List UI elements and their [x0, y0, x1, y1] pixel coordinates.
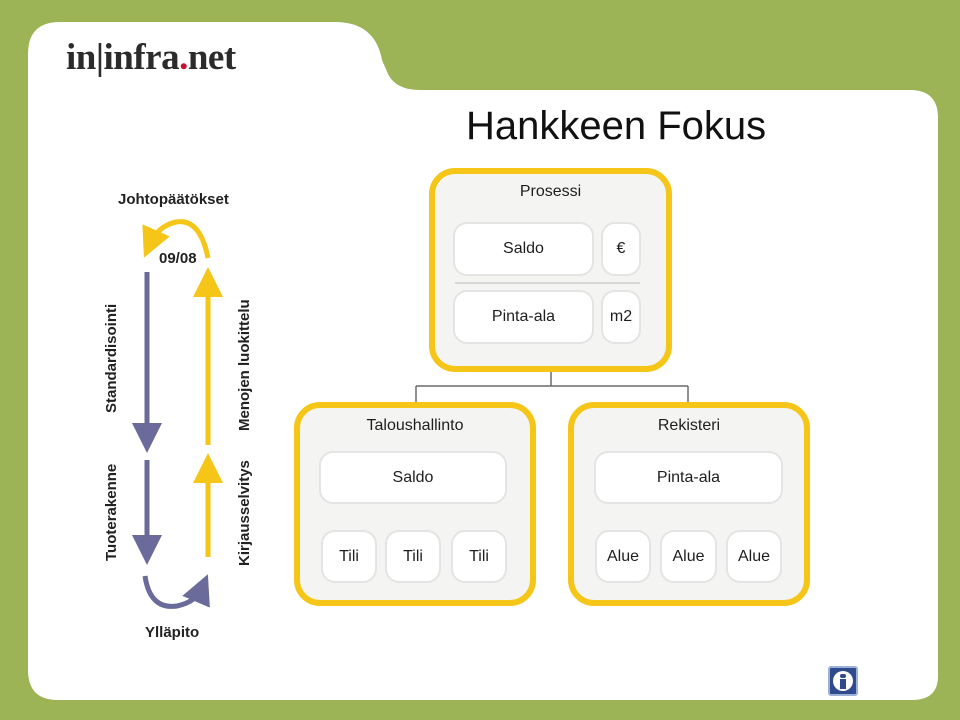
prosessi-saldo-box: Saldo [453, 222, 594, 276]
rekisteri-title: Rekisteri [657, 417, 721, 434]
top-curve-arrow [142, 219, 211, 259]
rekisteri-alue-box-2: Alue [660, 530, 717, 583]
taloushallinto-saldo-box: Saldo [319, 451, 507, 504]
logo: in|infra.net [66, 37, 236, 78]
rekisteri-pinta-ala-box: Pinta-ala [594, 451, 783, 504]
taloushallinto-tili-box-2: Tili [385, 530, 441, 583]
prosessi-title: Prosessi [519, 183, 582, 200]
cycle-bottom-label: Ylläpito [145, 624, 200, 641]
prosessi-pinta-ala-box: Pinta-ala [453, 290, 594, 344]
prosessi-m2-box: m2 [601, 290, 641, 344]
prosessi-euro-box: € [601, 222, 641, 276]
cycle-top-label: Johtopäätökset [118, 191, 229, 208]
cycle-date: 09/08 [159, 250, 197, 267]
taloushallinto-title: Taloushallinto [366, 417, 464, 434]
taloushallinto-tili-box-3: Tili [451, 530, 507, 583]
rekisteri-alue-box-1: Alue [595, 530, 651, 583]
page-title: Hankkeen Fokus [466, 104, 767, 148]
bottom-curve-arrow [142, 574, 210, 609]
taloushallinto-tili-box-1: Tili [321, 530, 377, 583]
rekisteri-alue-box-3: Alue [726, 530, 782, 583]
info-icon[interactable] [828, 666, 858, 696]
